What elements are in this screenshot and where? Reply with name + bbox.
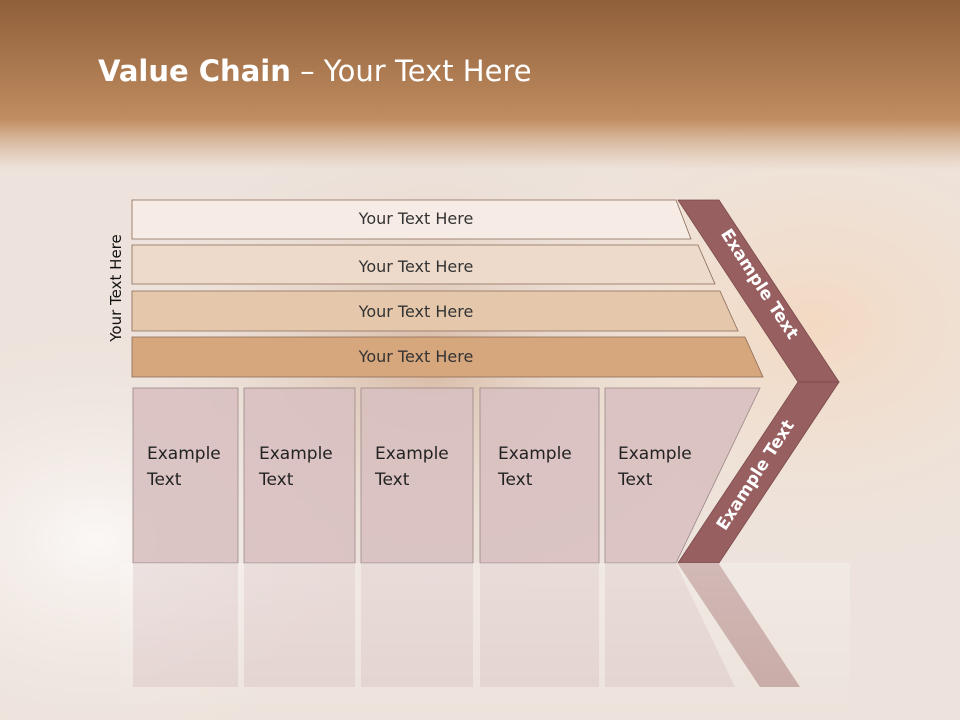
bar-3-label: Your Text Here [358, 302, 474, 321]
column-4 [479, 387, 600, 564]
bar-2-label: Your Text Here [358, 257, 474, 276]
reflection-fade [120, 563, 850, 720]
bar-1 [131, 199, 692, 240]
title-rest: – Your Text Here [290, 54, 532, 88]
column-2 [243, 387, 356, 564]
column-4-line1: Example [498, 444, 572, 464]
column-3 [360, 387, 474, 564]
column-3-line2: Text [374, 470, 410, 490]
column-5-line2: Text [617, 470, 653, 490]
bar-3 [131, 290, 739, 332]
column-3-line1: Example [375, 444, 449, 464]
page-title: Value Chain – Your Text Here [98, 54, 532, 88]
column-5-line1: Example [618, 444, 692, 464]
column-1-line2: Text [146, 470, 182, 490]
column-4-line2: Text [497, 470, 533, 490]
column-2-line2: Text [258, 470, 294, 490]
bar-1-label: Your Text Here [358, 209, 474, 228]
bar-4 [131, 336, 764, 378]
column-1-line1: Example [147, 444, 221, 464]
column-2-line1: Example [259, 444, 333, 464]
bar-4-label: Your Text Here [358, 347, 474, 366]
column-1 [132, 387, 239, 564]
title-bold: Value Chain [98, 54, 291, 88]
bar-2 [131, 244, 716, 285]
